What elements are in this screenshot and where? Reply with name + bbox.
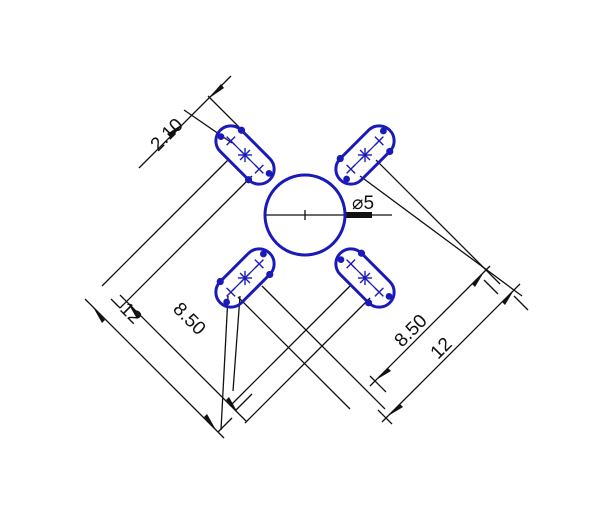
dim-diameter[interactable]: ⌀5	[352, 193, 374, 214]
slot-top-right[interactable]	[325, 115, 405, 195]
dim-right-inner[interactable]: 8.50	[391, 311, 432, 352]
slot-top-left[interactable]	[205, 115, 285, 195]
part-geometry	[205, 115, 405, 318]
dim-right-outer[interactable]: 12	[427, 334, 457, 364]
dim-left-outer[interactable]: 12	[115, 299, 145, 329]
dimension-lines	[84, 75, 529, 439]
slot-bottom-right[interactable]	[325, 238, 405, 318]
center-hole[interactable]	[263, 173, 347, 257]
dimension-labels: 2.10 12 8.50 8.50 12 ⌀5	[115, 115, 456, 364]
dim-slot-width[interactable]: 2.10	[147, 115, 188, 156]
dim-left-inner[interactable]: 8.50	[168, 299, 209, 340]
